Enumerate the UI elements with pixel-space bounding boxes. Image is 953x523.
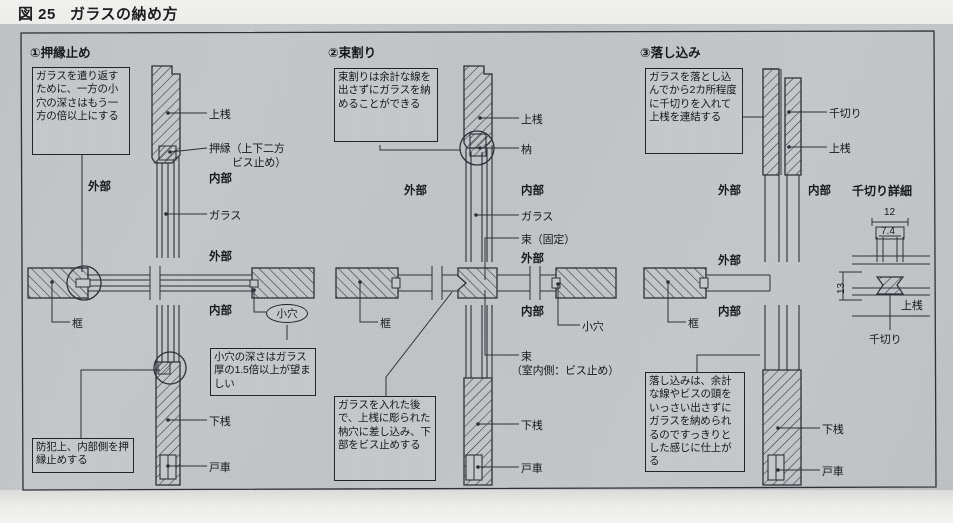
panel-1-label-kamizan: 上桟 [209, 109, 231, 121]
p3-horizontal-section [643, 267, 771, 299]
panel-1-label-oshibuchi-2: ビス止め） [232, 157, 286, 169]
p2-note1-leader [379, 145, 460, 151]
panel-2-label-kogi: 小穴 [582, 321, 604, 333]
panel-1-note-bohan: 防犯上、内部側を押縁止めする [32, 438, 134, 473]
chigiri-detail-drawing [839, 218, 930, 330]
panel-3-label-shimozan: 下桟 [822, 424, 844, 436]
panel-3-label-kamizan: 上桟 [829, 143, 851, 155]
chigiri-dim-13: 13 [836, 282, 847, 294]
panel-1-label-oshibuchi-1: 押縁（上下二方 [209, 143, 285, 155]
chigiri-detail-title: 千切り詳細 [852, 184, 913, 198]
p3-lower-stile-section [762, 305, 802, 486]
figure-outer-border [20, 30, 937, 491]
p1-leader-kamachi [50, 280, 70, 323]
chigiri-dim-7-4: 7.4 [881, 226, 895, 237]
figure-title: 図 25 ガラスの納め方 [18, 3, 178, 24]
panel-1-side-interior-top: 内部 [209, 173, 232, 185]
panel-1-callout-kogi: 小穴 [266, 304, 308, 323]
p3-glass-vertical-lines [764, 175, 800, 262]
p2-glass-vertical-lines [465, 145, 493, 262]
panel-3-side-interior-top: 内部 [808, 185, 831, 197]
p2-leader-kogi [556, 282, 580, 326]
figure-title-text: ガラスの納め方 [69, 6, 179, 23]
chigiri-detail-label-chigiri: 千切り [869, 334, 902, 346]
p2-leader-kamachi [358, 280, 378, 323]
p3-leader-chigiri [787, 110, 827, 114]
p3-leader-shimozan [776, 426, 820, 430]
panel-1-label-kamachi: 框 [72, 318, 83, 330]
panel-1-side-interior-mid: 内部 [209, 305, 232, 317]
panel-3-side-exterior-mid: 外部 [718, 255, 741, 267]
panel-1-label-toguruma: 戸車 [209, 462, 231, 474]
panel-1-note-kogi-detail: 小穴の深さはガラス厚の1.5倍以上が望ましい [210, 348, 316, 396]
panel-2-note-hozo: ガラスを入れた後で、上桟に彫られた枘穴に差し込み、下部をビス止めする [334, 396, 436, 481]
panel-2-side-exterior-top: 外部 [404, 185, 427, 197]
p3-leader-kamizan [787, 145, 827, 149]
p1-glass-vertical-lines [156, 157, 180, 258]
panel-2-label-kamachi: 框 [380, 318, 391, 330]
p1-leader-toguruma [166, 464, 207, 468]
p1-glazing-bead [158, 145, 177, 161]
p1-note-bohan-leader [80, 369, 160, 440]
panel-2-note-tsukawari: 束割りは余計な線を出さずにガラスを納めることができる [334, 68, 438, 142]
p1-horizontal-section [27, 265, 315, 301]
p2-leader-toguruma [476, 465, 519, 469]
chigiri-dim-12: 12 [884, 207, 896, 218]
p1-leader-oshibuchi [168, 147, 208, 154]
p3-upper-stile-section [762, 68, 802, 176]
panel-2-label-tsuka-1: 束 [521, 351, 532, 363]
p1-leader-kogi [252, 288, 288, 340]
p2-leader-hozo [478, 146, 519, 150]
p2-lower-stile-section [463, 305, 493, 486]
p3-leader-toguruma [776, 468, 820, 472]
panel-2-label-glass: ガラス [521, 211, 554, 223]
p1-leader-kamizan [166, 111, 207, 115]
p3-note2-leader [696, 354, 760, 372]
p2-leader-shimozan [476, 422, 519, 426]
paper-top-margin [0, 0, 953, 26]
panel-3-label-kamachi: 框 [688, 318, 699, 330]
p2-leader-glass [474, 213, 519, 217]
panel-2-side-interior-top: 内部 [521, 185, 544, 197]
panel-2-label-kamizan: 上桟 [521, 114, 543, 126]
p1-lower-stile-section [153, 305, 187, 486]
p2-horizontal-section [335, 266, 617, 300]
panel-3-side-exterior-top: 外部 [718, 185, 741, 197]
panel-2-side-interior-mid: 内部 [521, 306, 544, 318]
p2-note2-leader [385, 291, 453, 396]
panel-2-label-tsuka-2: （室内側：ビス止め） [511, 365, 619, 377]
panel-1-label-glass: ガラス [209, 210, 242, 222]
panel-3-note-chigiri: ガラスを落とし込んでから2カ所程度に千切りを入れて上桟を連結する [645, 68, 743, 154]
panel-1-label-shimozan: 下桟 [209, 416, 231, 428]
panel-2-label-hozo: 枘 [521, 144, 532, 156]
panel-3-label-toguruma: 戸車 [822, 466, 844, 478]
p2-leader-kamizan [478, 116, 519, 120]
panel-3-note-otoshikomi: 落し込みは、余計な線やビスの頭をいっさい出さずにガラスを納められるのですっきりと… [645, 372, 745, 472]
panel-2-side-exterior-mid: 外部 [521, 253, 544, 265]
panel-2-label-shimozan: 下桟 [521, 420, 543, 432]
panel-1-side-exterior-top: 外部 [88, 181, 111, 193]
panel-3-heading: ③落し込み [640, 46, 701, 60]
panel-1-heading: ①押縁止め [30, 46, 91, 60]
p3-leader-kamachi [666, 280, 686, 323]
panel-3-side-interior-mid: 内部 [718, 306, 741, 318]
panel-2-label-tsuka-fixed: 束（固定） [521, 234, 575, 246]
p1-upper-stile-section [151, 65, 181, 164]
panel-1-side-exterior-mid: 外部 [209, 251, 232, 263]
p2-leader-tsuka [484, 290, 519, 356]
figure-number: 図 25 [18, 6, 56, 23]
chigiri-detail-label-kamizan: 上桟 [901, 300, 923, 312]
paper-bottom-margin [0, 490, 953, 523]
panel-1-note-kogi-depth: ガラスを遣り返すために、一方の小穴の深さはもう一方の倍以上にする [32, 67, 130, 155]
panel-3-label-chigiri: 千切り [829, 108, 862, 120]
p1-leader-shimozan [166, 418, 207, 422]
panel-2-heading: ②束割り [328, 46, 377, 60]
p1-leader-glass [164, 212, 207, 216]
p2-upper-stile-section [459, 65, 495, 166]
panel-2-label-toguruma: 戸車 [521, 463, 543, 475]
p2-leader-tsuka-fixed [484, 237, 519, 280]
